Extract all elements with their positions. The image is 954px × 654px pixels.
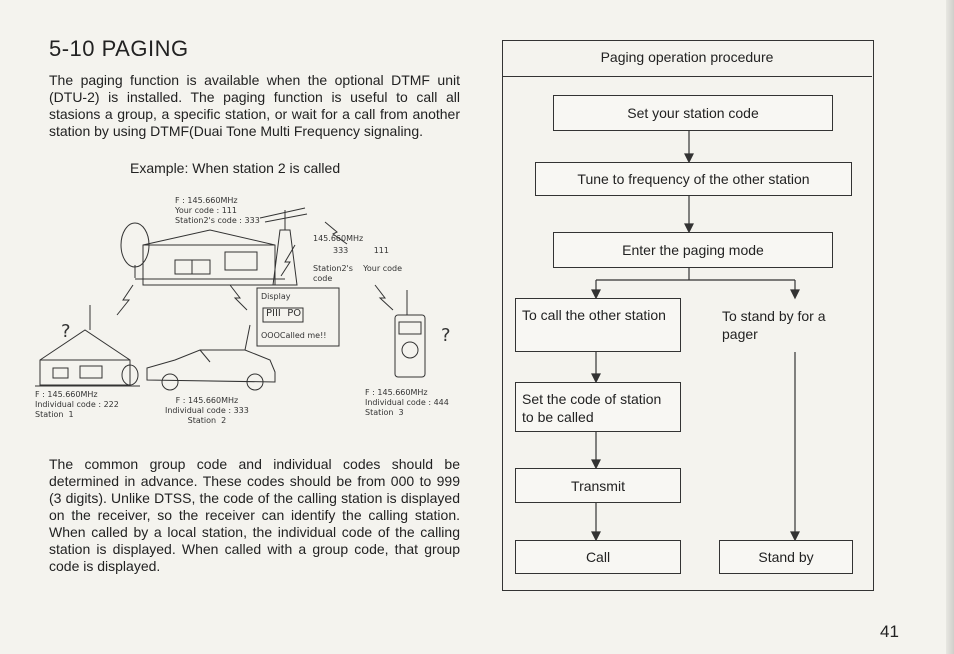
illustration-drawing — [35, 207, 426, 391]
flowchart-frame — [502, 40, 874, 591]
display-value-label: PIII PO — [266, 308, 302, 319]
intro-paragraph: The paging function is available when th… — [49, 72, 460, 139]
relay-codes-label: 333 111 — [333, 246, 389, 255]
step-tune-frequency: Tune to frequency of the other station — [535, 162, 852, 196]
page-edge-shadow — [946, 0, 954, 654]
car-icon — [146, 349, 276, 383]
question-mark-left: ? — [61, 321, 71, 342]
section-title: 5-10 PAGING — [49, 36, 189, 61]
relay-frequency-label: 145.660MHz — [313, 234, 364, 243]
signal-bolt-icon — [116, 284, 134, 316]
signal-bolt-icon — [324, 221, 348, 245]
branch-stand-by-pager: To stand by for a pager — [722, 308, 826, 342]
example-caption: Example: When station 2 is called — [130, 160, 341, 176]
relay-legend-label: Station2's Your code code — [313, 264, 402, 283]
antenna-tower-icon — [272, 229, 298, 286]
step-set-station-code: Set your station code — [553, 95, 833, 131]
paging-example-illustration: F : 145.660MHz Your code : 111 Station2'… — [35, 190, 470, 440]
branch-call-other-station: To call the other station — [515, 298, 681, 352]
station2-house-icon — [142, 229, 276, 286]
flowchart-title: Paging operation procedure — [502, 40, 872, 77]
station1-info-label: F : 145.660MHz Individual code : 222 Sta… — [35, 390, 119, 419]
codes-paragraph: The common group code and individual cod… — [49, 456, 460, 574]
display-box — [256, 287, 340, 347]
end-call: Call — [515, 540, 681, 574]
question-mark-right: ? — [441, 325, 451, 346]
step-set-code-to-call: Set the code of station to be called — [515, 382, 681, 432]
station1-house-icon — [39, 329, 131, 386]
display-message-label: OOOCalled me!! — [261, 331, 327, 340]
step-transmit: Transmit — [515, 468, 681, 503]
page-number: 41 — [880, 622, 899, 641]
display-title-label: Display — [261, 292, 291, 301]
station2-car-info-label: F : 145.660MHz Individual code : 333 Sta… — [165, 396, 249, 425]
handheld-radio-icon — [394, 314, 426, 378]
end-stand-by: Stand by — [719, 540, 853, 574]
station3-info-label: F : 145.660MHz Individual code : 444 Sta… — [365, 388, 449, 417]
step-enter-paging-mode: Enter the paging mode — [553, 232, 833, 268]
station2-info-label: F : 145.660MHz Your code : 111 Station2'… — [175, 196, 260, 225]
